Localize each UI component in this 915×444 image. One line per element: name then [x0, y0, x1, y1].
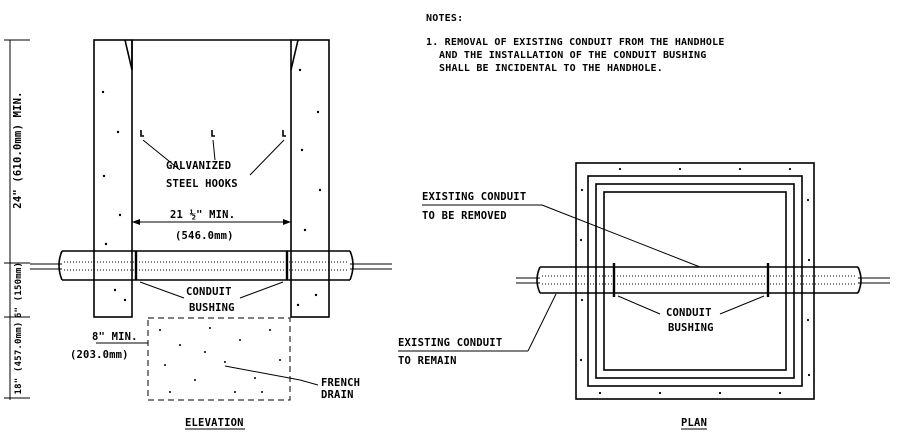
side-dim-18: 18" (457.0mm)	[14, 321, 24, 394]
remain-leader	[527, 293, 557, 352]
plan-view: CONDUIT BUSHING EXISTING CONDUIT TO BE R…	[398, 162, 890, 430]
elevation-title: ELEVATION	[185, 417, 244, 429]
french-label: FRENCH	[321, 377, 360, 389]
plan-bushing-label: BUSHING	[668, 322, 714, 334]
drain-aggregate	[159, 327, 281, 393]
french-drain	[147, 317, 291, 401]
plan-inner-opening	[603, 191, 787, 371]
removed-leader	[541, 204, 701, 268]
side-dim-6: 6" (150mm)	[14, 262, 24, 318]
notes-line-1: 1. REMOVAL OF EXISTING CONDUIT FROM THE …	[426, 37, 725, 48]
hook-right	[282, 130, 286, 137]
plan-outer-wall	[575, 162, 815, 400]
plan-conduit-label: CONDUIT	[666, 307, 712, 319]
plan-aggregate	[579, 167, 811, 395]
notes-heading: NOTES:	[426, 13, 463, 24]
notes-block: NOTES: 1. REMOVAL OF EXISTING CONDUIT FR…	[426, 13, 725, 74]
plan-title: PLAN	[681, 417, 707, 429]
elev-conduit-label: CONDUIT	[186, 286, 232, 298]
drain-leader	[224, 365, 319, 386]
elevation-view: 24" (610.0mm) MIN. 6" (150mm) 18" (457.0…	[4, 39, 392, 430]
plan-frame-mid	[595, 183, 795, 379]
notes-line-3: SHALL BE INCIDENTAL TO THE HANDHOLE.	[439, 63, 663, 74]
removed-label-1: EXISTING CONDUIT	[422, 191, 526, 203]
remain-label-2: TO REMAIN	[398, 355, 457, 367]
drain-dim-metric: (203.0mm)	[70, 349, 129, 361]
drain-dim-label: 8" MIN.	[92, 331, 138, 343]
right-wall	[290, 39, 330, 318]
side-dim-24: 24" (610.0mm) MIN.	[12, 91, 24, 208]
elev-bushing-label: BUSHING	[189, 302, 235, 314]
plan-frame-outer	[587, 175, 803, 387]
right-chamfer	[290, 39, 299, 71]
removed-label-2: TO BE REMOVED	[422, 210, 507, 222]
wall-aggregate	[101, 68, 322, 307]
width-dim-label: 21 ½" MIN.	[170, 209, 235, 221]
elevation-conduit	[30, 250, 392, 299]
left-chamfer	[124, 39, 133, 71]
steel-hooks	[140, 130, 286, 176]
hooks-label-1: GALVANIZED	[166, 160, 231, 172]
plan-conduit	[516, 263, 890, 315]
hooks-label-2: STEEL HOOKS	[166, 178, 238, 190]
notes-line-2: AND THE INSTALLATION OF THE CONDUIT BUSH…	[439, 50, 706, 61]
hook-center	[211, 130, 215, 137]
hook-left	[140, 130, 144, 137]
width-dim-metric: (546.0mm)	[175, 230, 234, 242]
drain-label: DRAIN	[321, 389, 354, 401]
left-wall	[93, 39, 133, 318]
remain-label-1: EXISTING CONDUIT	[398, 337, 502, 349]
